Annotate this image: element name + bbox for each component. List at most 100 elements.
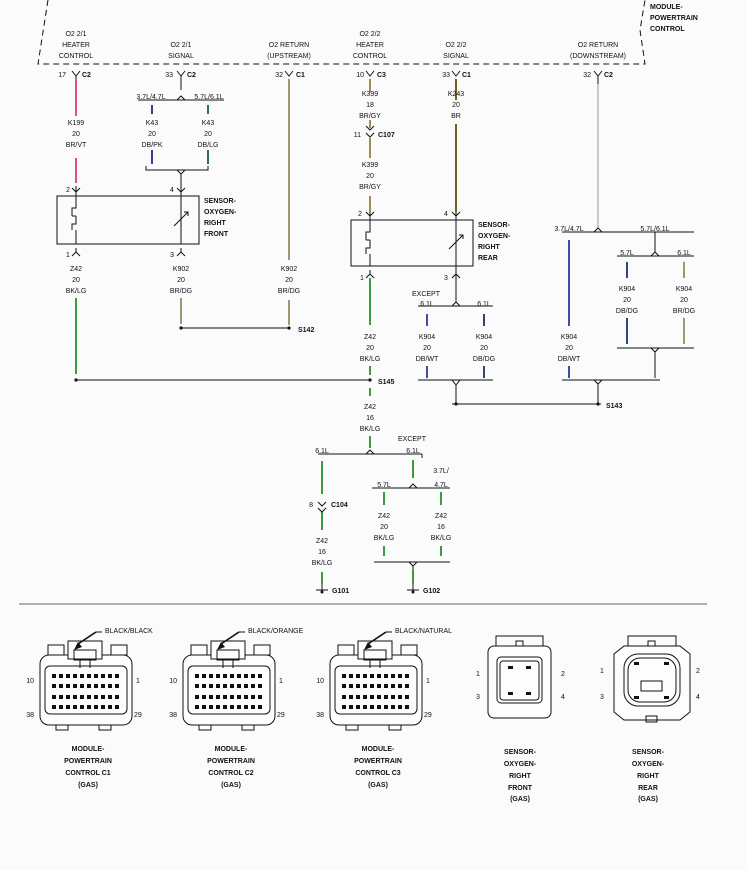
- pin-cavity: [195, 674, 199, 678]
- wire-circuit: K904: [476, 334, 492, 341]
- pin-number: 1: [426, 678, 430, 685]
- pin-number: 29: [277, 712, 285, 719]
- pin-cavity: [363, 705, 367, 709]
- wire-gauge: 16: [437, 524, 445, 531]
- pin-cavity: [115, 695, 119, 699]
- pin-title: HEATER: [62, 42, 90, 49]
- pin-cavity: [195, 705, 199, 709]
- pin-cavity: [391, 684, 395, 688]
- pin-title: (DOWNSTREAM): [570, 53, 626, 60]
- connector-name: OXYGEN-: [632, 761, 665, 768]
- pin-cavity: [391, 674, 395, 678]
- pin-cavity: [66, 705, 70, 709]
- pin-cavity: [363, 684, 367, 688]
- connector-name: (GAS): [638, 796, 658, 803]
- pin-number: 2: [358, 211, 362, 218]
- pin-number: 10: [316, 678, 324, 685]
- wire-circuit: K904: [619, 286, 635, 293]
- wire-gauge: 20: [72, 131, 80, 138]
- wire-circuit: K43: [202, 120, 215, 127]
- sensor-rear: 2 4 1 3 SENSOR- OXYGEN- RIGHT REAR: [350, 211, 511, 282]
- pin-number: 4: [561, 694, 565, 701]
- pin-cavity: [349, 695, 353, 699]
- pin-cavity: [195, 695, 199, 699]
- pin-cavity: [370, 674, 374, 678]
- wire-gauge: 20: [366, 173, 374, 180]
- wire-color: DB/WT: [416, 356, 439, 363]
- wire-color: BK/LG: [66, 288, 87, 295]
- wire-circuit: K399: [362, 162, 378, 169]
- option-label: 5.7L: [377, 482, 391, 489]
- connector-id: C2: [187, 72, 196, 79]
- pin-cavity: [101, 705, 105, 709]
- pin-cavity: [244, 705, 248, 709]
- pin-number: 29: [424, 712, 432, 719]
- wire-gauge: 20: [366, 345, 374, 352]
- sensor-front: 2 4 1 3 SENSOR- OXYGEN- RIGHT FRONT: [56, 187, 237, 259]
- pin-cavity: [384, 695, 388, 699]
- sensor-label: SENSOR-: [478, 222, 511, 229]
- wire-color: BR/GY: [359, 113, 381, 120]
- wire-circuit: K199: [68, 120, 84, 127]
- pin-number: 32: [275, 72, 283, 79]
- connector-name: POWERTRAIN: [64, 758, 112, 765]
- option-label: 5.7L: [620, 250, 634, 257]
- terminal-symbol: [451, 70, 461, 77]
- pin-cavity: [108, 705, 112, 709]
- pin-cavity: [87, 695, 91, 699]
- connector-name: REAR: [638, 785, 658, 792]
- pin-cavity: [101, 684, 105, 688]
- connector-name: SENSOR-: [632, 749, 665, 756]
- pin-cavity: [244, 684, 248, 688]
- pin-number: 4: [444, 211, 448, 218]
- pin-cavity: [52, 695, 56, 699]
- wire-gauge: 20: [204, 131, 212, 138]
- splice-dot: [454, 402, 458, 406]
- pin-cavity: [59, 674, 63, 678]
- pin-cavity: [377, 705, 381, 709]
- pin-cavity: [80, 695, 84, 699]
- wire-circuit: Z42: [364, 404, 376, 411]
- pin-cavity: [258, 684, 262, 688]
- pin-cavity: [216, 674, 220, 678]
- terminal-symbol: [71, 70, 81, 79]
- wire-color: DB/PK: [141, 142, 162, 149]
- sensor-label: OXYGEN-: [478, 233, 511, 240]
- pin-cavity: [349, 684, 353, 688]
- pin-cavity: [80, 705, 84, 709]
- pin-cavity: [377, 674, 381, 678]
- wire-gauge: 20: [72, 277, 80, 284]
- pin-cavity: [94, 674, 98, 678]
- wire-gauge: 20: [452, 102, 460, 109]
- pin-cavity: [202, 684, 206, 688]
- pin-title: (UPSTREAM): [267, 53, 311, 60]
- wire-circuit: Z42: [364, 334, 376, 341]
- wire-circuit: K902: [281, 266, 297, 273]
- wire-labels: K199 20 BR/VT 3.7L/4.7L 5.7L/6.1L K43 20…: [66, 91, 695, 567]
- wire-color: BR/DG: [278, 288, 300, 295]
- pin-number: 33: [442, 72, 450, 79]
- wire-color: BK/LG: [360, 356, 381, 363]
- pin-cavity: [94, 684, 98, 688]
- bracket-lines: [19, 95, 707, 605]
- pin-number: 1: [66, 252, 70, 259]
- module-outline: MODULE- POWERTRAIN CONTROL: [37, 0, 698, 65]
- pin-cavity: [223, 684, 227, 688]
- splice-dots: [74, 326, 600, 406]
- splice-id: S143: [606, 403, 622, 410]
- pin-cavity: [209, 705, 213, 709]
- option-label: EXCEPT: [398, 436, 427, 443]
- pin-number: 17: [58, 72, 66, 79]
- splice-dot: [179, 326, 183, 330]
- pin-number: 10: [26, 678, 34, 685]
- wire-gauge: 20: [177, 277, 185, 284]
- sensor-label: RIGHT: [478, 244, 501, 251]
- pin-number: 29: [134, 712, 142, 719]
- pin-cavity: [356, 674, 360, 678]
- pin-cavity: [216, 695, 220, 699]
- pin-cavity: [230, 674, 234, 678]
- wire-gauge: 20: [423, 345, 431, 352]
- pin-title: O2 RETURN: [578, 42, 618, 49]
- grounds: G101 G102: [316, 584, 440, 595]
- sensor-label: FRONT: [204, 231, 229, 238]
